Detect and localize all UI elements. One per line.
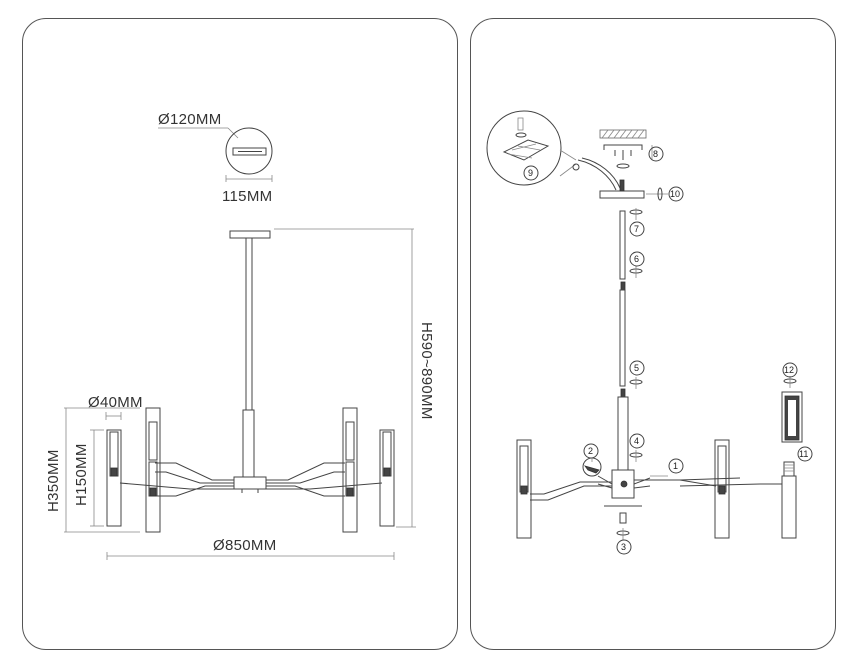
lamp-outer-left	[106, 429, 122, 527]
lamp-inner-left	[145, 407, 161, 533]
height-shade-label: H150MM	[73, 443, 90, 506]
ceiling-mount-assembly: 9 8 10	[486, 110, 684, 202]
step-12-number: 12	[784, 365, 794, 375]
step-8-number: 8	[653, 149, 658, 159]
detail-magnifier	[486, 110, 562, 186]
height-total-dimension: H350MM	[45, 407, 140, 533]
canopy-detail: Ø120MM 115MM	[158, 111, 273, 205]
overall-diameter-label: Ø850MM	[213, 537, 277, 554]
dimensions-panel	[22, 18, 458, 650]
shade-diameter-label: Ø40MM	[88, 394, 143, 411]
height-range-label: H590~890MM	[418, 322, 435, 420]
chandelier-front-view	[106, 230, 395, 533]
lamp-outer-right	[379, 429, 395, 527]
canopy-top-view	[225, 127, 273, 175]
height-shade-dimension: H150MM	[73, 429, 104, 527]
assembly-panel	[470, 18, 836, 650]
height-total-label: H350MM	[45, 449, 62, 512]
shade-diameter-dimension: Ø40MM	[88, 394, 143, 420]
canopy-width-label: 115MM	[222, 188, 272, 205]
step-7-number: 7	[634, 224, 639, 234]
arms-and-lamps: 11 12	[516, 362, 813, 539]
step-2-number: 2	[588, 446, 593, 456]
step-3-number: 3	[621, 542, 626, 552]
hub-assembly: 2 3 1	[582, 443, 684, 555]
canopy-diameter-label: Ø120MM	[158, 111, 222, 128]
rod-assembly: 7 6 5 4	[617, 208, 645, 471]
step-9-number: 9	[528, 168, 533, 178]
step-11-number: 11	[799, 449, 808, 459]
step-5-number: 5	[634, 363, 639, 373]
step-1-number: 1	[673, 461, 678, 471]
lamp-inner-right	[342, 407, 358, 533]
step-6-number: 6	[634, 254, 639, 264]
overall-diameter-dimension: Ø850MM	[106, 537, 395, 560]
step-10-number: 10	[670, 189, 680, 199]
height-range-dimension: H590~890MM	[274, 228, 435, 528]
step-4-number: 4	[634, 436, 639, 446]
